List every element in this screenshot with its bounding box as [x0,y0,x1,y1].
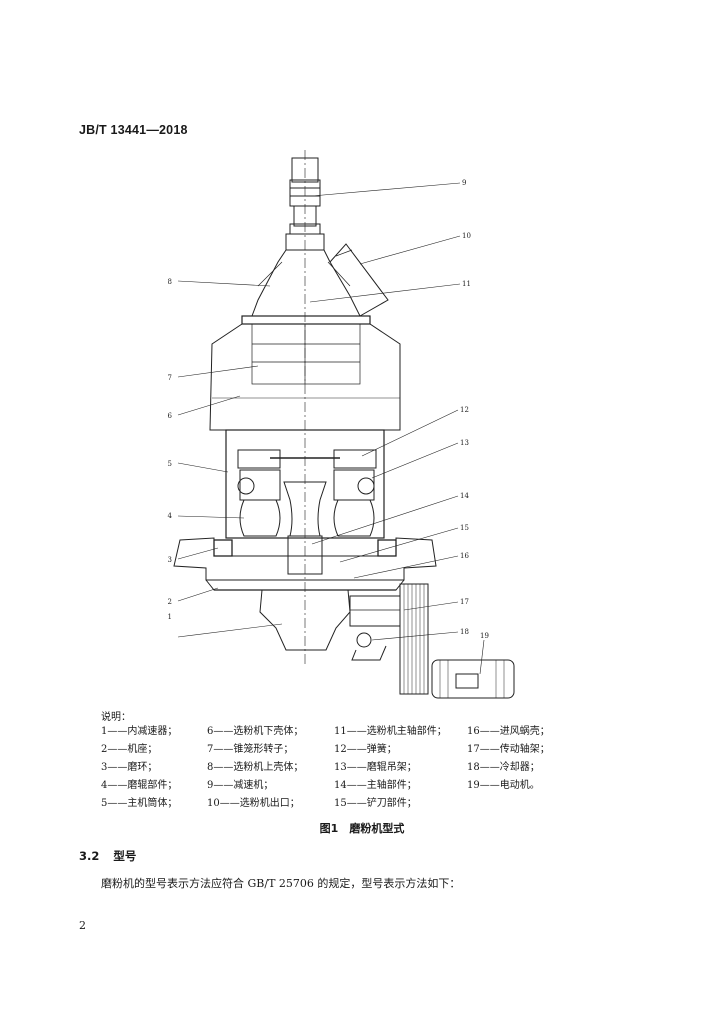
legend-item: 4——磨辊部件； [101,780,178,791]
figure-caption: 图1 磨粉机型式 [319,822,405,835]
legend-item: 7——锥笼形转子； [207,744,294,755]
section-title: 型号 [113,849,137,863]
callout-5: 5 [168,460,172,468]
callout-6: 6 [168,412,173,420]
callout-19: 19 [480,632,489,640]
legend-item: 8——选粉机上壳体； [207,762,304,773]
callout-15: 15 [460,524,469,532]
legend-item: 12——弹簧； [334,744,397,755]
callout-3: 3 [168,556,172,564]
callout-12: 12 [460,406,469,414]
callout-8: 8 [168,278,172,286]
callout-11: 11 [462,280,471,288]
legend-item: 19——电动机。 [467,780,540,791]
body-paragraph: 磨粉机的型号表示方法应符合 GB/T 25706 的规定，型号表示方法如下： [101,877,461,890]
legend-list: 1——内减速器； 6——选粉机下壳体； 11——选粉机主轴部件； 16——进风蜗… [101,725,621,811]
legend-item: 18——冷却器； [467,762,540,773]
section-heading: 3.2 型号 [79,848,136,864]
section-number: 3.2 [79,849,100,863]
legend-item: 14——主轴部件； [334,780,417,791]
legend-item: 15——铲刀部件； [334,798,417,809]
legend-item: 5——主机筒体； [101,798,178,809]
callout-14: 14 [460,492,469,500]
callout-10: 10 [462,232,471,240]
callout-16: 16 [460,552,469,560]
legend-item: 1——内减速器； [101,726,178,737]
callout-2: 2 [168,598,172,606]
legend-item: 2——机座； [101,744,158,755]
legend-item: 3——磨环； [101,762,158,773]
legend-item: 16——进风蜗壳； [467,726,550,737]
legend-title: 说明： [101,712,131,723]
callout-7: 7 [168,374,172,382]
legend-item [467,797,617,811]
callout-18: 18 [460,628,469,636]
legend-item: 17——传动轴架； [467,744,550,755]
page-number: 2 [79,919,86,932]
mill-drawing-svg: 1 2 3 4 5 6 7 8 9 10 11 12 13 14 15 16 1… [168,150,515,699]
callout-17: 17 [460,598,469,606]
callout-13: 13 [460,439,469,447]
legend-item: 13——磨辊吊架； [334,762,417,773]
legend-item: 6——选粉机下壳体； [207,726,304,737]
legend-item: 10——选粉机出口； [207,798,300,809]
mill-drawing: 1 2 3 4 5 6 7 8 9 10 11 12 13 14 15 16 1… [0,140,724,700]
callout-1: 1 [168,613,172,621]
standard-code: JB/T 13441—2018 [79,123,188,137]
legend-item: 9——减速机； [207,780,274,791]
callout-9: 9 [462,179,466,187]
legend-item: 11——选粉机主轴部件； [334,726,447,737]
callout-4: 4 [168,512,173,520]
